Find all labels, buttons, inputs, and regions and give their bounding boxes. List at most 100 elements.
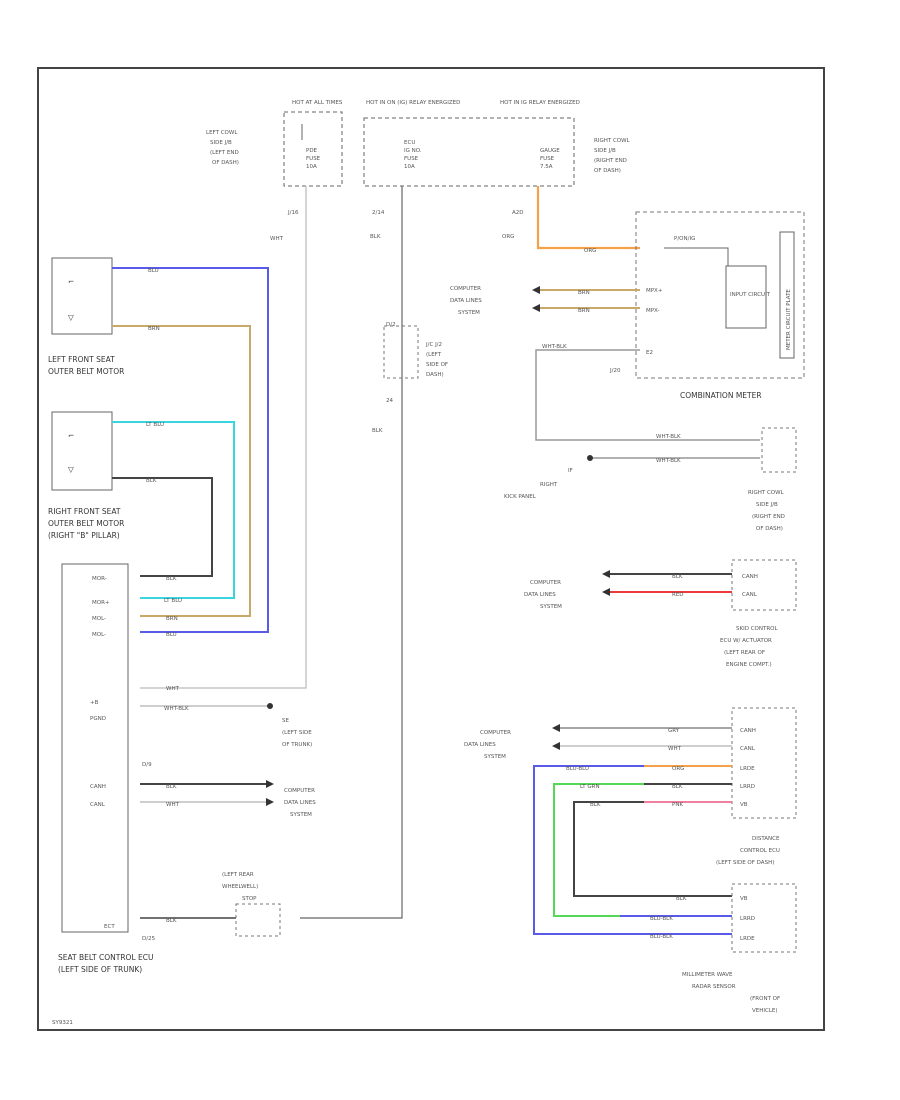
junction-pin-bottom: 24 <box>386 398 393 404</box>
rf-motor-label-2: OUTER BELT MOTOR <box>48 519 124 528</box>
junction-label-4: DASH) <box>426 372 444 378</box>
rc-bottom-label-1: RIGHT COWL <box>748 490 785 496</box>
wht-wire-label: WHT <box>270 236 284 242</box>
fuse-box-middle <box>363 117 575 187</box>
dc-pin-vb: VB <box>740 802 748 808</box>
hot-at-all-label: HOT AT ALL TIMES <box>292 100 343 106</box>
dc-pin-lrde: LRDE <box>740 766 755 772</box>
dc-computer-2: DATA LINES <box>464 742 496 748</box>
dc-computer-3: SYSTEM <box>484 754 506 760</box>
ground-se-1: SE <box>282 718 289 724</box>
blk-wire-label-2: BLK <box>372 428 383 434</box>
footer-code: SY9321 <box>52 1020 73 1026</box>
ecu-pin-plusb: +B <box>90 700 99 706</box>
rear-wheel-label-2: WHEELWELL) <box>222 884 258 890</box>
svg-text:▽: ▽ <box>68 313 74 322</box>
ecu-wire-wht2: WHT <box>166 802 180 808</box>
meter-input-label: INPUT CIRCUIT <box>730 292 771 298</box>
ground-se-2: (LEFT SIDE <box>282 730 312 736</box>
rear-wheel-well: (LEFT REAR WHEELWELL) STOP <box>222 872 281 937</box>
ecu-pin-mor-pos: MOR+ <box>92 600 110 606</box>
meter-side-label: METER CIRCUIT PLATE <box>786 289 792 350</box>
ecu-wire-ltblu: LT BLU <box>164 598 182 604</box>
diagram-frame <box>37 67 825 1031</box>
ecu-label-2: (LEFT SIDE OF TRUNK) <box>58 965 142 974</box>
meter-pin-e2: E2 <box>646 350 653 356</box>
dc-pin-canl: CANL <box>740 746 756 752</box>
dc-pin-canh: CANH <box>740 728 756 734</box>
ecu-wire-brn: BRN <box>166 616 178 622</box>
conn-2-14: 2/14 <box>372 210 385 216</box>
rf-motor-label-3: (RIGHT "B" PILLAR) <box>48 531 120 540</box>
rf-wire-blk: BLK <box>146 478 157 484</box>
ecu-wire-whtblk: WHT-BLK <box>164 706 189 712</box>
ground-se-3: OF TRUNK) <box>282 742 312 748</box>
junction-block: D/2 24 J/C J/2 (LEFT SIDE OF DASH) <box>383 322 448 404</box>
ecu-wire-blk3: BLK <box>166 918 177 924</box>
seat-belt-ecu: MOR- MOR+ MOL- MOL- +B PGND CANH CANL EC… <box>58 563 316 974</box>
lf-motor-label-1: LEFT FRONT SEAT <box>48 355 115 364</box>
ecu-conn-d9: D/9 <box>142 762 152 768</box>
hot-in-acc-label: HOT IN IG RELAY ENERGIZED <box>500 100 580 106</box>
ecu-pin-canl: CANL <box>90 802 106 808</box>
dc-wire-blk: BLK <box>590 802 601 808</box>
blk-wire-label: BLK <box>370 234 381 240</box>
fuse2-line4: 10A <box>404 164 415 170</box>
meter-computer-1: COMPUTER <box>450 286 481 292</box>
rf-wire-ltblu: LT BLU <box>146 422 164 428</box>
fuse2-line3: FUSE <box>404 156 419 162</box>
fuse3-line3: 7.5A <box>540 164 553 170</box>
left-cowl-2: SIDE J/B <box>210 140 232 146</box>
radar-label-4: VEHICLE) <box>752 1008 778 1014</box>
junction-pin-top: D/2 <box>386 322 396 328</box>
skid-label-1: SKID CONTROL <box>736 626 778 632</box>
ecu-computer-2: DATA LINES <box>284 800 316 806</box>
dc-wire-ltgrn: LT GRN <box>580 784 600 790</box>
rear-wheel-label-1: (LEFT REAR <box>222 872 254 878</box>
ecu-wire-blk: BLK <box>166 576 177 582</box>
distance-control-ecu: CANH CANL LRDE LRRD VB GRY WHT COMPUTER … <box>464 707 797 935</box>
right-cowl-1: RIGHT COWL <box>594 138 631 144</box>
hot-in-on-label: HOT IN ON (IG) RELAY ENERGIZED <box>366 100 460 106</box>
rc-ground-3: KICK PANEL <box>504 494 537 500</box>
rc-bottom-label-4: OF DASH) <box>756 526 783 532</box>
conn-j16: J/16 <box>287 210 299 216</box>
svg-text:⌐: ⌐ <box>68 431 74 440</box>
skid-wire-red: RED <box>672 592 684 598</box>
skid-label-2: ECU W/ ACTUATOR <box>720 638 772 644</box>
meter-wire-brn2: BRN <box>578 308 590 314</box>
radar-label-3: (FRONT OF <box>750 996 780 1002</box>
skid-label-4: ENGINE COMPT.) <box>726 662 772 668</box>
right-cowl-4: OF DASH) <box>594 168 621 174</box>
meter-wire-brn1: BRN <box>578 290 590 296</box>
lf-wire-blu: BLU <box>148 268 159 274</box>
ecu-conn-d25: D/25 <box>142 936 156 942</box>
right-cowl-3: (RIGHT END <box>594 158 627 164</box>
trunk-wires: WHT BLK BLK ORG <box>140 186 640 919</box>
junction-label-1: J/C J/2 <box>425 342 442 348</box>
ecu-computer-1: COMPUTER <box>284 788 315 794</box>
radar-wire-blublk1: BLU-BLK <box>650 916 673 922</box>
left-cowl-3: (LEFT END <box>210 150 239 156</box>
rc-ground-1: IF <box>568 468 573 474</box>
fuse2-line2: IG NO. <box>404 148 422 154</box>
dc-label-2: CONTROL ECU <box>740 848 780 854</box>
rf-motor-label-1: RIGHT FRONT SEAT <box>48 507 121 516</box>
dc-label-1: DISTANCE <box>752 836 780 842</box>
dc-computer-1: COMPUTER <box>480 730 511 736</box>
lf-motor-label-2: OUTER BELT MOTOR <box>48 367 124 376</box>
radar-sensor: VB LRRD LRDE BLK BLU-BLK BLU-BLK MILLIME… <box>650 883 797 1014</box>
radar-wire-blk: BLK <box>676 896 687 902</box>
skid-pin-canl: CANL <box>742 592 758 598</box>
ecu-pin-mol-b: MOL- <box>92 632 106 638</box>
radar-pin-lrde: LRDE <box>740 936 755 942</box>
junction-label-2: (LEFT <box>426 352 442 358</box>
ecu-pin-mor-neg: MOR- <box>92 576 107 582</box>
skid-pin-canh: CANH <box>742 574 758 580</box>
svg-text:⌐: ⌐ <box>68 277 74 286</box>
skid-wire-blk: BLK <box>672 574 683 580</box>
meter-conn: J/20 <box>609 368 621 374</box>
junction-label-3: SIDE OF <box>426 362 448 368</box>
fuse2-line1: ECU <box>404 140 415 146</box>
ecu-label-1: SEAT BELT CONTROL ECU <box>58 953 153 962</box>
